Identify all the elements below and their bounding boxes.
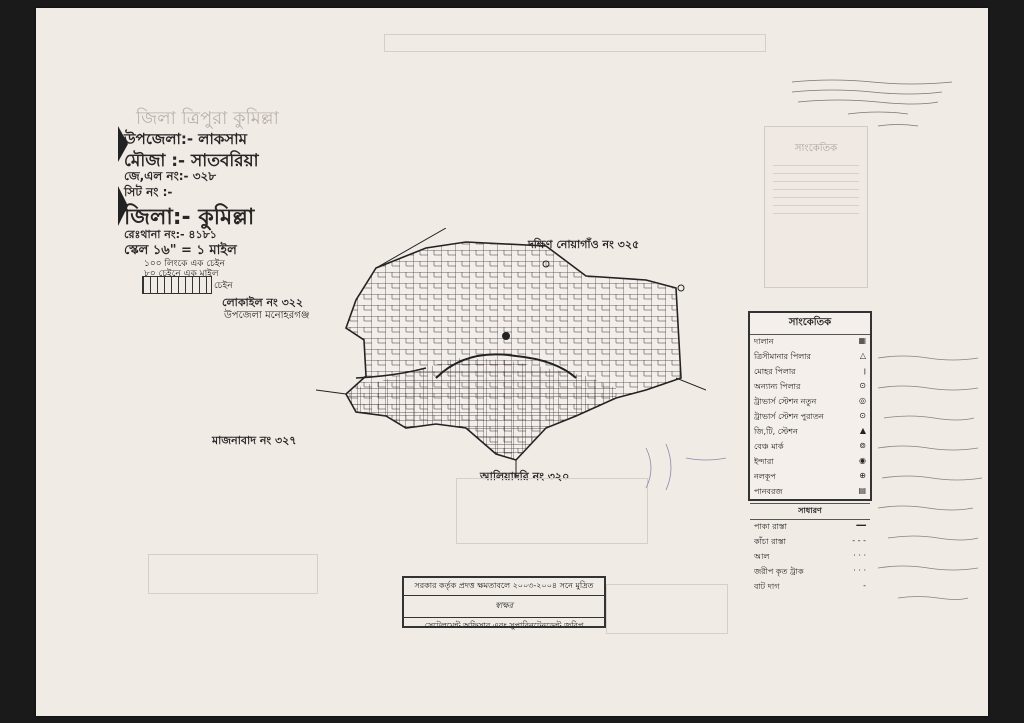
legend-line-item: পাকা রাস্তা━━ xyxy=(754,521,866,531)
scale-label: স্কেল ১৬" = ১ মাইল xyxy=(124,243,237,258)
legend-box: সাংকেতিক দালান▦ ত্রিসীমানার পিলার△ মোহর … xyxy=(748,311,872,591)
district-label: জিলা:- কুমিল্লা xyxy=(124,205,255,230)
legend-item: পানবরজ▤ xyxy=(754,486,866,496)
thana-no-label: রেঃথানা নং:- ৪১৮১ xyxy=(124,228,217,241)
stamp-officer-line: সেটেলমেন্ট অফিসার এবং সুপারিনটেনডেন্ট জর… xyxy=(404,617,604,635)
scale-note-2: ৮০ চেইনে এক মাইল xyxy=(144,269,219,279)
north-mouza-label: দক্ষিণ নোয়াগাঁও নং ৩২৫ xyxy=(528,238,640,251)
southwest-mouza-label: মাজনাবাদ নং ৩২৭ xyxy=(212,434,297,447)
legend-item: বেঞ্চ মার্ক⊚ xyxy=(754,441,866,451)
upazila-label: উপজেলা:- লাকসাম xyxy=(124,130,247,148)
legend-item: দালান▦ xyxy=(754,336,866,346)
stamp-authority-line: সরকার কর্তৃক প্রদত্ত ক্ষমতাবলে ২০০৩-২০০৪… xyxy=(404,578,604,596)
west-mouza-label: লোকাইল নং ৩২২ xyxy=(222,296,304,309)
west-upazila-label: উপজেলা মনোহরগঞ্জ xyxy=(224,310,310,321)
scale-bar xyxy=(142,276,212,294)
scale-note-1: ১০০ লিংকে এক চেইন xyxy=(144,259,225,269)
handwritten-note-top xyxy=(791,79,953,127)
south-mouza-label: আলিয়াদরি নং ৩২০ xyxy=(480,470,570,483)
legend-title: সাংকেতিক xyxy=(750,313,870,335)
faint-legend-box: সাংকেতিক xyxy=(764,126,868,288)
jl-no-label: জে,এল নং:- ৩২৮ xyxy=(124,169,217,183)
faint-bottom-left-box xyxy=(148,554,318,594)
legend-line-item: বাট দাগ- xyxy=(754,581,866,591)
legend-item: অন্যান্য পিলার⊙ xyxy=(754,381,866,391)
legend-item: নলকূপ⊕ xyxy=(754,471,866,481)
mouza-label: মৌজা :- সাতবরিয়া xyxy=(124,151,259,171)
stamp-signature: স্বাক্ষর xyxy=(494,601,514,610)
faint-top-table xyxy=(384,34,766,52)
sheet-no-label: সিট নং :- xyxy=(124,185,173,199)
parcel-map xyxy=(316,228,706,478)
legend-item: জি,টি, স্টেশন▲ xyxy=(754,426,866,436)
legend-item: ট্রাভার্স স্টেশন পুরাতন⊙ xyxy=(754,411,866,421)
legend-line-item: কাঁচা রাস্তা- - - xyxy=(754,536,866,546)
faint-district-title: জিলা ত্রিপুরা কুমিল্লা xyxy=(136,108,279,129)
legend-line-item: জরীপ কৃত ট্রাক· · · xyxy=(754,566,866,576)
faint-bottom-stamp xyxy=(606,584,728,634)
faint-area-table xyxy=(456,478,648,544)
legend-line-item: আল· · · xyxy=(754,551,866,561)
edge-marker-icon xyxy=(118,126,128,226)
legend-item: ট্রাভার্স স্টেশন নতুন◎ xyxy=(754,396,866,406)
faint-legend-title: সাংকেতিক xyxy=(794,143,838,154)
map-sheet: জিলা ত্রিপুরা কুমিল্লা উপজেলা:- লাকসাম ম… xyxy=(36,8,988,716)
chain-label: চেইন xyxy=(214,281,233,291)
legend-item: ত্রিসীমানার পিলার△ xyxy=(754,351,866,361)
handwritten-notes-right xyxy=(878,355,983,600)
legend-subtitle: সাধারণ xyxy=(750,503,870,520)
handwritten-note-middle xyxy=(645,443,727,491)
settlement-stamp: সরকার কর্তৃক প্রদত্ত ক্ষমতাবলে ২০০৩-২০০৪… xyxy=(402,576,606,630)
legend-item: ইন্দারা◉ xyxy=(754,456,866,466)
